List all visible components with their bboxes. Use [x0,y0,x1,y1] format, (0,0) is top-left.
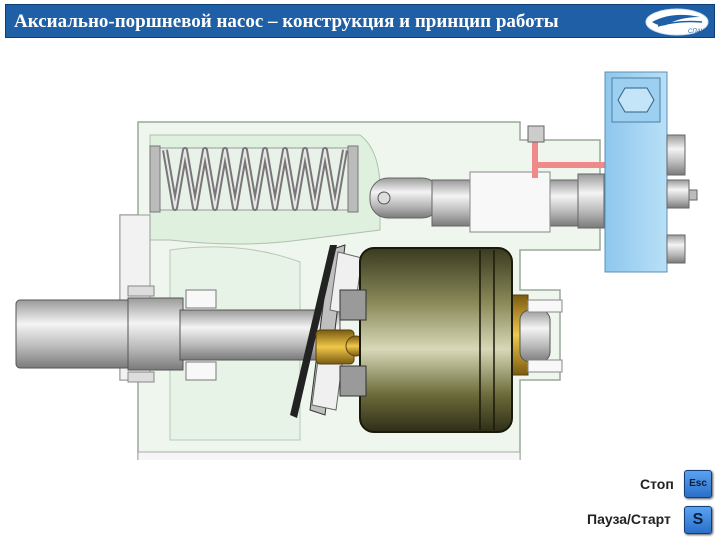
return-spring [149,145,359,213]
title-bar: Аксиально-поршневой насос – конструкция … [5,4,715,38]
pump-diagram [15,71,698,460]
stop-button[interactable]: Esc [684,470,712,498]
logo-icon: СПАУ [645,8,709,36]
logo-text: СПАУ [688,29,705,35]
cylinder-drum [339,247,513,433]
page-title: Аксиально-поршневой насос – конструкция … [14,11,559,32]
stop-label: Стоп [640,476,674,492]
pause-start-label: Пауза/Старт [587,511,671,527]
shaft-end [519,299,563,373]
oil-channel [527,125,605,178]
regulator-valve-block [604,71,698,273]
control-piston [369,171,605,233]
pause-start-button[interactable]: S [684,506,712,534]
